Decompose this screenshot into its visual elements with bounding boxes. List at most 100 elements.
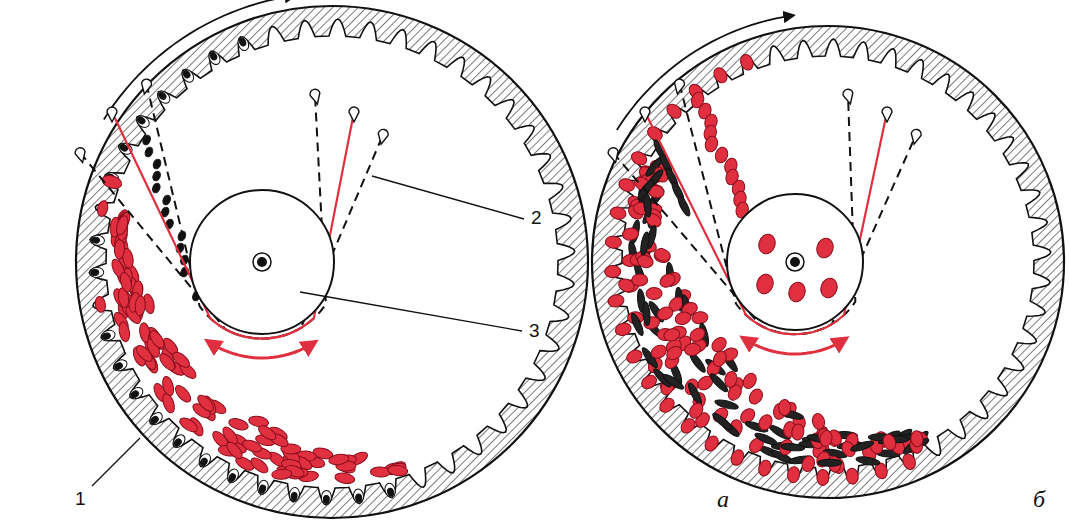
short-seed bbox=[800, 454, 816, 473]
long-grain bbox=[94, 296, 107, 314]
long-grain bbox=[173, 383, 194, 405]
trough-position bbox=[74, 88, 375, 374]
short-seed bbox=[845, 468, 859, 485]
falling-grain bbox=[151, 182, 161, 194]
short-seed bbox=[811, 412, 826, 430]
short-grain bbox=[91, 237, 100, 244]
short-seed bbox=[687, 401, 706, 421]
short-grain bbox=[157, 91, 167, 101]
long-grain bbox=[256, 423, 278, 443]
short-seed bbox=[663, 327, 682, 343]
long-grain bbox=[161, 392, 177, 414]
cylinder-shell bbox=[592, 26, 1064, 498]
short-seed bbox=[741, 371, 759, 391]
short-seed bbox=[625, 348, 645, 366]
auger-motion-arrow bbox=[207, 341, 316, 358]
short-seed bbox=[711, 349, 729, 369]
long-grain bbox=[754, 431, 779, 447]
indent-cells bbox=[89, 19, 575, 505]
short-grain bbox=[112, 358, 129, 373]
panel-letter: а bbox=[714, 486, 732, 512]
trough-pivot bbox=[139, 78, 152, 95]
trough-pivot bbox=[376, 128, 389, 145]
short-seed bbox=[814, 236, 835, 260]
trough-position bbox=[94, 78, 389, 357]
short-grain bbox=[136, 116, 146, 126]
falling-grain bbox=[142, 134, 152, 146]
short-grain bbox=[209, 51, 218, 61]
long-grain bbox=[224, 440, 245, 462]
short-grain bbox=[90, 235, 105, 246]
short-seed bbox=[910, 430, 924, 447]
long-grain bbox=[818, 459, 842, 466]
trieur-cylinder bbox=[74, 0, 588, 518]
long-grain bbox=[118, 321, 131, 342]
short-grain bbox=[238, 37, 247, 47]
long-grain bbox=[328, 453, 349, 466]
short-grain bbox=[197, 452, 213, 469]
short-seed bbox=[629, 149, 649, 167]
short-grain bbox=[236, 35, 251, 52]
rotation-arrow bbox=[617, 15, 794, 130]
callout-number: 2 bbox=[528, 207, 545, 228]
short-grain bbox=[102, 332, 111, 340]
short-seed bbox=[657, 395, 677, 415]
callout-number: 3 bbox=[526, 320, 543, 341]
long-grain bbox=[850, 439, 875, 453]
leader-line bbox=[300, 292, 522, 331]
long-grain bbox=[114, 214, 130, 236]
long-grain bbox=[249, 455, 271, 475]
short-grain bbox=[384, 482, 397, 498]
trough-pivot bbox=[607, 147, 620, 164]
short-seed bbox=[819, 429, 834, 447]
short-grain bbox=[290, 492, 297, 501]
trough-pivot bbox=[672, 78, 685, 95]
short-seed bbox=[687, 325, 707, 344]
short-seed bbox=[881, 432, 898, 451]
callout-number: 1 bbox=[72, 488, 89, 509]
trough bbox=[107, 107, 359, 339]
short-grain bbox=[228, 473, 237, 483]
trough-pivot bbox=[309, 88, 322, 105]
short-grain bbox=[155, 89, 172, 106]
short-grain bbox=[199, 457, 208, 467]
trough-pivot bbox=[842, 88, 855, 105]
short-grain bbox=[207, 49, 223, 66]
short-grain bbox=[130, 390, 140, 399]
long-grain bbox=[119, 271, 134, 293]
long-grain bbox=[134, 295, 145, 316]
long-grain bbox=[629, 312, 645, 337]
falling-grain bbox=[162, 194, 172, 206]
long-grain bbox=[639, 231, 650, 256]
short-grain bbox=[182, 69, 192, 79]
short-grain bbox=[321, 490, 331, 504]
trough bbox=[640, 107, 892, 334]
leader-line bbox=[92, 438, 140, 486]
long-grain bbox=[241, 438, 263, 454]
panel-letter: б bbox=[1030, 486, 1048, 512]
short-seed bbox=[632, 274, 648, 286]
short-grain bbox=[91, 269, 99, 275]
short-grain bbox=[258, 484, 266, 493]
long-grain bbox=[676, 195, 692, 218]
short-grain bbox=[226, 467, 241, 484]
short-seed bbox=[605, 235, 622, 248]
short-seed bbox=[757, 412, 775, 432]
short-seed bbox=[684, 343, 701, 357]
short-seed bbox=[604, 265, 621, 278]
trough-pivot bbox=[107, 107, 117, 122]
leader-line bbox=[372, 176, 524, 219]
short-seed bbox=[664, 344, 684, 362]
auger-shaft bbox=[257, 257, 267, 267]
trough-wall bbox=[112, 112, 354, 339]
trough-wall bbox=[613, 94, 902, 368]
short-grain bbox=[114, 362, 124, 371]
long-grain bbox=[387, 464, 408, 476]
long-grain bbox=[334, 472, 355, 485]
short-grain bbox=[180, 67, 196, 84]
short-grain bbox=[355, 494, 362, 503]
short-seed bbox=[674, 310, 693, 326]
short-seed bbox=[901, 452, 918, 471]
falling-grain bbox=[151, 170, 161, 182]
short-seed bbox=[636, 253, 655, 269]
